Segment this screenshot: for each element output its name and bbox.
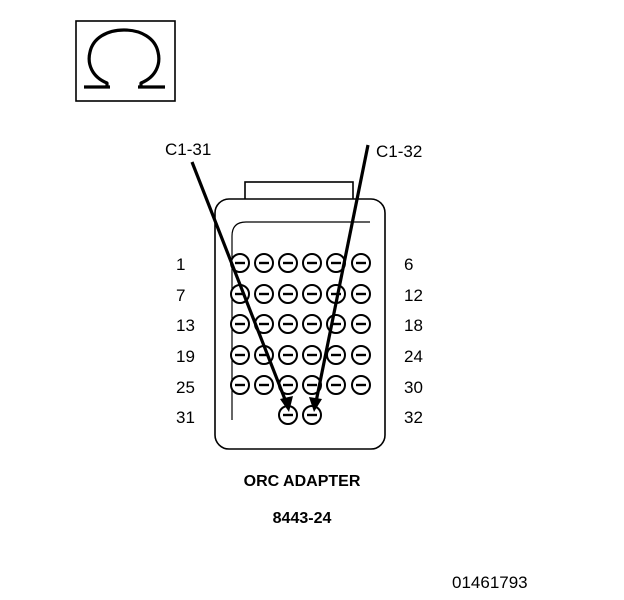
pin-cavity-6: [351, 253, 371, 273]
pin-cavity-1: [230, 253, 250, 273]
adapter-name: ORC ADAPTER: [244, 473, 361, 490]
pin-cavity-21: [278, 345, 298, 365]
pin-label-31: 31: [176, 408, 195, 427]
pin-label-19: 19: [176, 347, 195, 366]
pin-label-7: 7: [176, 286, 185, 305]
pin-cavity-19: [230, 345, 250, 365]
pin-label-32: 32: [404, 408, 423, 427]
pin-label-13: 13: [176, 316, 195, 335]
pin-cavity-23: [326, 345, 346, 365]
adapter-part-number: 8443-24: [273, 510, 332, 527]
pin-cavity-22: [302, 345, 322, 365]
pin-cavity-3: [278, 253, 298, 273]
pin-label-30: 30: [404, 378, 423, 397]
pin-cavity-8: [254, 284, 274, 304]
pin-label-24: 24: [404, 347, 423, 366]
callout-c1-31-arrow: [190, 161, 293, 412]
callout-c1-32-label: C1-32: [376, 142, 422, 161]
pin-cavity-32: [302, 405, 322, 425]
pin-label-18: 18: [404, 316, 423, 335]
pin-cavity-12: [351, 284, 371, 304]
pin-cavity-14: [254, 314, 274, 334]
pin-cavity-9: [278, 284, 298, 304]
pin-cavity-26: [254, 375, 274, 395]
pin-label-1: 1: [176, 255, 185, 274]
pin-label-6: 6: [404, 255, 413, 274]
pin-cavity-4: [302, 253, 322, 273]
ohm-symbol-box: [75, 20, 176, 102]
callout-c1-32-arrow: [309, 144, 370, 412]
pin-cavity-25: [230, 375, 250, 395]
pin-cavity-29: [326, 375, 346, 395]
figure-id: 01461793: [452, 573, 528, 592]
pin-labels-right: 6 12 18 24 30 32: [404, 255, 423, 427]
ohm-icon: [84, 28, 165, 89]
callout-c1-31-label: C1-31: [165, 140, 211, 159]
pin-cavity-18: [351, 314, 371, 334]
pin-labels-left: 1 7 13 19 25 31: [176, 255, 195, 427]
pin-label-25: 25: [176, 378, 195, 397]
pin-cavity-15: [278, 314, 298, 334]
pin-cavity-30: [351, 375, 371, 395]
pin-cavity-13: [230, 314, 250, 334]
pin-label-12: 12: [404, 286, 423, 305]
pin-cavity-16: [302, 314, 322, 334]
pin-cavity-10: [302, 284, 322, 304]
pin-cavity-2: [254, 253, 274, 273]
pin-cavity-grid: [230, 253, 371, 425]
pin-cavity-24: [351, 345, 371, 365]
